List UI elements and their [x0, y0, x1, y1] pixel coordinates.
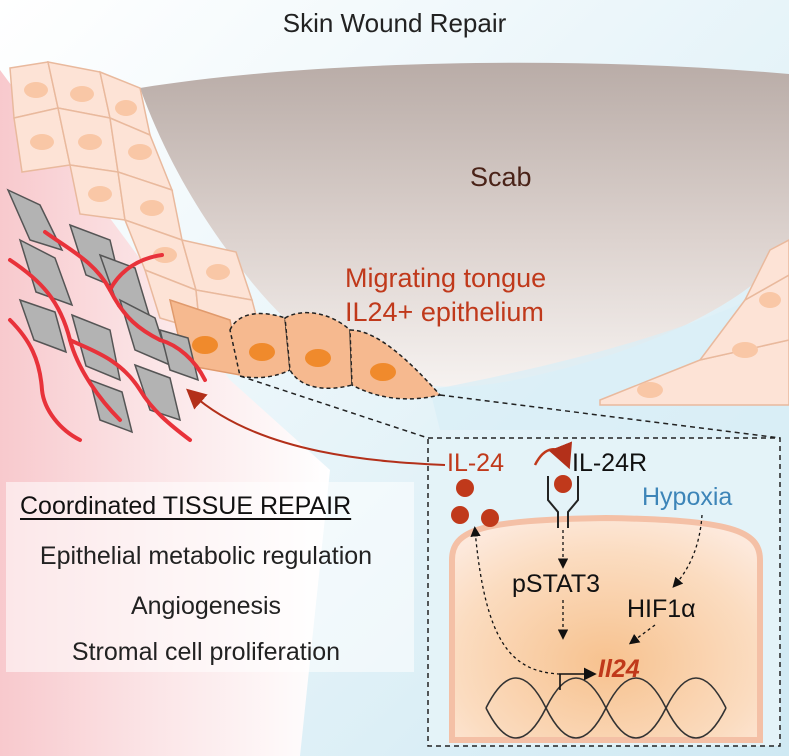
- right-epidermis: [599, 239, 789, 406]
- cell-nucleus: [637, 382, 663, 398]
- migrating-label-line2: IL24+ epithelium: [345, 296, 544, 327]
- gene-to-secretion-arrow: [470, 526, 561, 675]
- zoom-line: [239, 375, 429, 439]
- hypoxia-to-hif1a-arrow: [672, 514, 703, 588]
- cell-nucleus: [370, 363, 396, 381]
- cell-nucleus: [305, 349, 331, 367]
- blood-vessel: [108, 253, 164, 292]
- hypoxia-label: Hypoxia: [642, 483, 733, 511]
- blood-vessel: [158, 338, 207, 382]
- cell-nucleus: [759, 292, 781, 308]
- diagram-title: Skin Wound Repair: [282, 8, 507, 38]
- repair-item-stromal: Stromal cell proliferation: [71, 638, 341, 666]
- epithelial-cell: [743, 239, 789, 302]
- migrating-tongue-label: Migrating tongue IL24+ epithelium: [345, 262, 546, 330]
- il24-gene-label: Il24: [598, 655, 640, 683]
- hif1a-label: HIF1α: [627, 595, 696, 623]
- cell-nucleus: [192, 336, 218, 354]
- blood-vessel: [68, 338, 192, 442]
- cell-nucleus: [249, 343, 275, 361]
- hif1a-to-gene-arrow: [628, 624, 656, 645]
- il24-to-receptor-arrow: [533, 441, 573, 470]
- scab-region: [140, 62, 789, 387]
- repair-heading: Coordinated TISSUE REPAIR: [20, 492, 352, 520]
- migrating-label-line1: Migrating tongue: [345, 263, 547, 293]
- blood-vessels: [8, 230, 207, 442]
- il24r-label: IL-24R: [572, 449, 648, 477]
- repair-panel: [6, 482, 414, 672]
- blood-vessel: [8, 318, 82, 442]
- fibroblast: [70, 313, 122, 382]
- dna-helix: [485, 677, 727, 739]
- epithelial-nuclei: [24, 82, 230, 280]
- il24-label: IL-24: [447, 449, 504, 477]
- il24-bound-ligand: [554, 475, 572, 493]
- pstat3-label: pSTAT3: [512, 570, 600, 598]
- repair-item-metabolic: Epithelial metabolic regulation: [39, 542, 373, 570]
- cell-nucleus: [732, 342, 758, 358]
- zoom-line: [439, 394, 781, 439]
- scab-label: Scab: [470, 162, 532, 192]
- il24-receptor: [547, 476, 579, 528]
- fibroblast: [18, 298, 68, 354]
- left-epidermis: [9, 61, 261, 332]
- il24-molecules: [451, 479, 499, 527]
- il24-paracrine-arrow: [186, 388, 446, 466]
- repair-item-angiogenesis: Angiogenesis: [130, 592, 282, 620]
